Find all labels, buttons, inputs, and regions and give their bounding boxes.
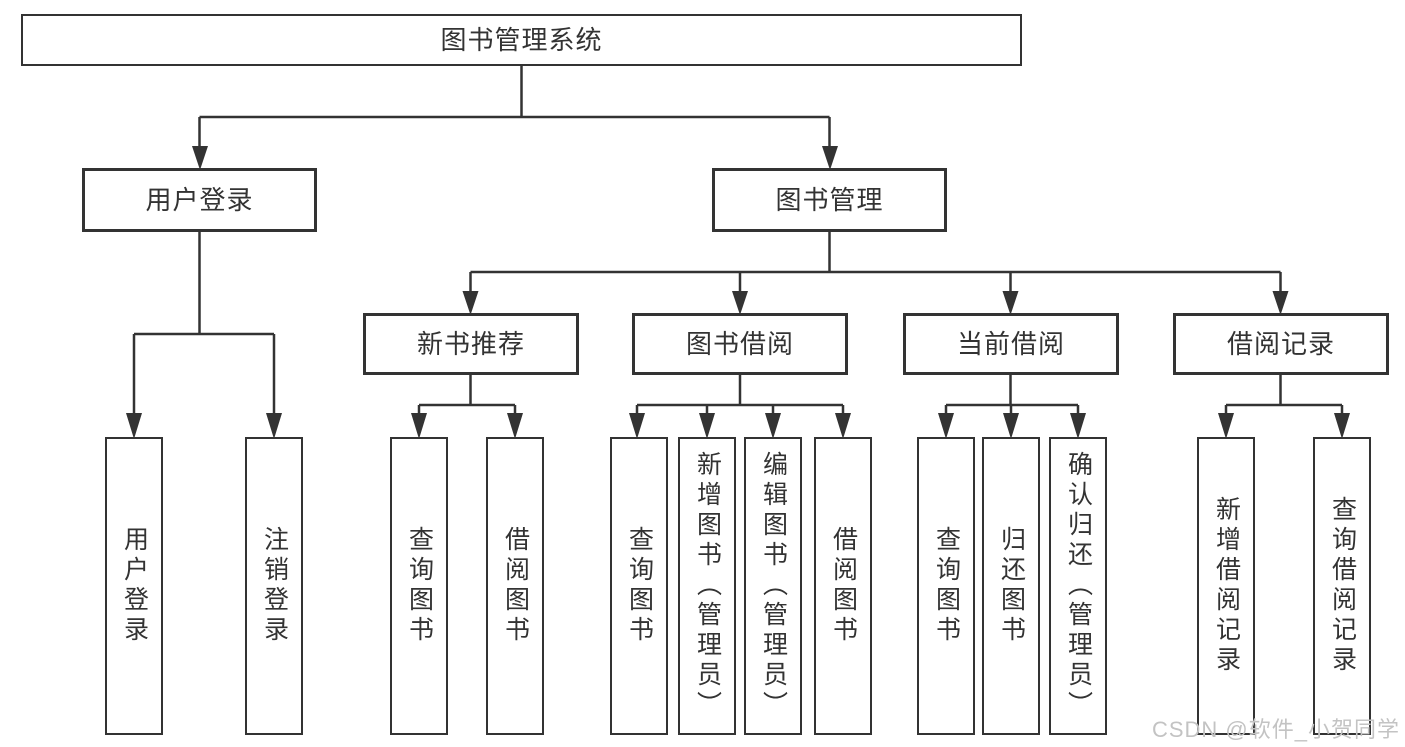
leaf-label: 用户登录 (120, 526, 149, 646)
leaf-current-return-books: 归还图书 (982, 437, 1040, 735)
leaf-label: 注销登录 (260, 526, 289, 646)
leaf-current-confirm-return-admin: 确认归还（管理员） (1049, 437, 1107, 735)
node-label: 图书管理系统 (440, 25, 603, 55)
leaf-label: 编辑图书（管理员） (759, 451, 788, 721)
node-label: 借阅记录 (1226, 329, 1335, 359)
leaf-user-login: 用户登录 (105, 437, 163, 735)
leaf-label: 归还图书 (997, 526, 1026, 646)
node-library-management-system: 图书管理系统 (21, 14, 1022, 66)
leaf-records-add-record: 新增借阅记录 (1197, 437, 1255, 735)
leaf-newbook-borrow-books: 借阅图书 (486, 437, 544, 735)
node-book-management: 图书管理 (712, 168, 947, 232)
leaf-label: 新增图书（管理员） (693, 451, 722, 721)
node-borrowing-records: 借阅记录 (1173, 313, 1389, 375)
leaf-borrowing-add-books-admin: 新增图书（管理员） (678, 437, 736, 735)
leaf-label: 查询图书 (932, 526, 961, 646)
node-label: 新书推荐 (416, 329, 525, 359)
leaf-label: 新增借阅记录 (1212, 496, 1241, 676)
leaf-label: 查询图书 (405, 526, 434, 646)
leaf-label: 确认归还（管理员） (1064, 451, 1093, 721)
leaf-label: 借阅图书 (829, 526, 858, 646)
leaf-label: 借阅图书 (501, 526, 530, 646)
leaf-borrowing-edit-books-admin: 编辑图书（管理员） (744, 437, 802, 735)
node-user-login: 用户登录 (82, 168, 317, 232)
node-current-borrowing: 当前借阅 (903, 313, 1119, 375)
leaf-borrowing-query-books: 查询图书 (610, 437, 668, 735)
leaf-records-query-record: 查询借阅记录 (1313, 437, 1371, 735)
leaf-borrowing-borrow-books: 借阅图书 (814, 437, 872, 735)
node-label: 当前借阅 (956, 329, 1065, 359)
leaf-current-query-books: 查询图书 (917, 437, 975, 735)
node-book-borrowing: 图书借阅 (632, 313, 848, 375)
node-label: 用户登录 (145, 185, 254, 215)
leaf-label: 查询借阅记录 (1328, 496, 1357, 676)
csdn-watermark: CSDN @软件_小贺同学 (1151, 717, 1400, 742)
node-new-book-recommend: 新书推荐 (363, 313, 579, 375)
leaf-logout: 注销登录 (245, 437, 303, 735)
leaf-label: 查询图书 (625, 526, 654, 646)
leaf-newbook-query-books: 查询图书 (390, 437, 448, 735)
node-label: 图书借阅 (685, 329, 794, 359)
node-label: 图书管理 (775, 185, 884, 215)
